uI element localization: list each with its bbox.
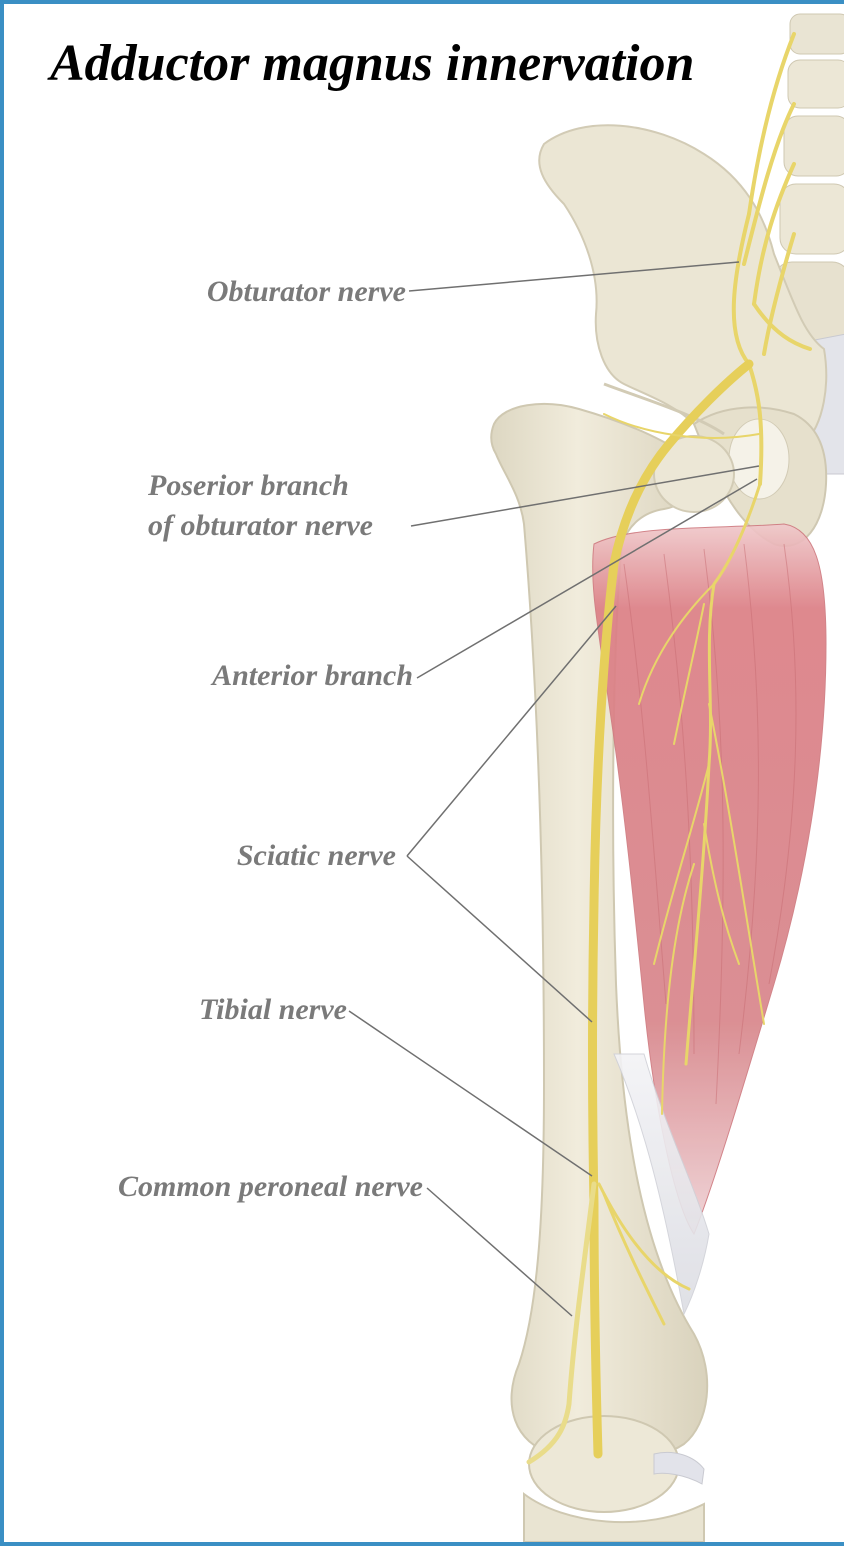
label-posterior-branch-line1: Poserior branch xyxy=(148,466,373,506)
diagram-title: Adductor magnus innervation xyxy=(50,34,694,93)
label-obturator-nerve: Obturator nerve xyxy=(207,272,406,312)
label-posterior-branch-of-obturator-nerve: Poserior branch of obturator nerve xyxy=(148,466,373,546)
label-posterior-branch-line2: of obturator nerve xyxy=(148,506,373,546)
label-anterior-branch: Anterior branch xyxy=(212,656,413,696)
anatomy-illustration xyxy=(4,4,844,1542)
label-sciatic-nerve: Sciatic nerve xyxy=(237,836,396,876)
label-common-peroneal-nerve: Common peroneal nerve xyxy=(118,1167,423,1207)
label-tibial-nerve: Tibial nerve xyxy=(199,990,347,1030)
